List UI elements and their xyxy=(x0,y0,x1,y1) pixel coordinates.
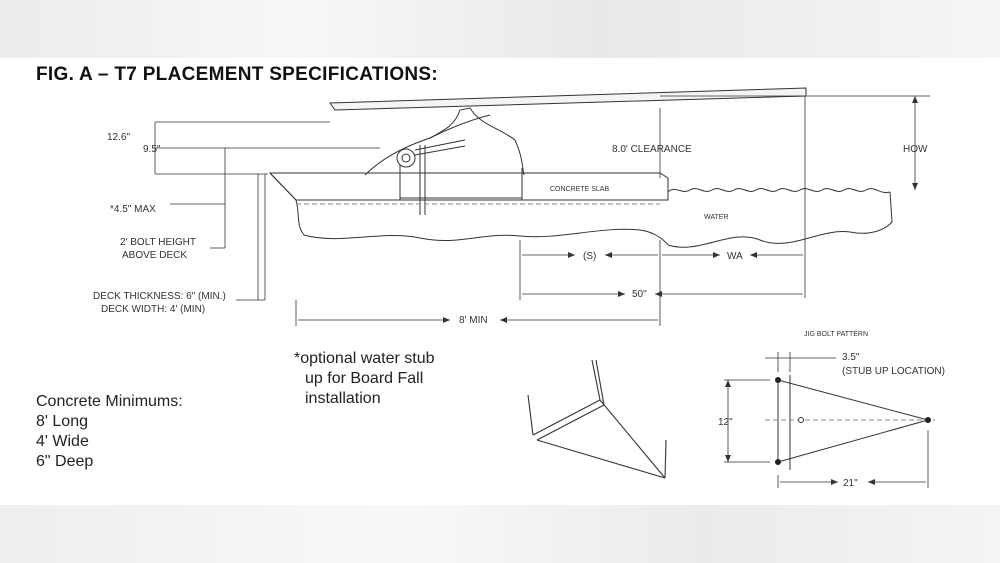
slab-bottom xyxy=(295,199,669,246)
how-label: HOW xyxy=(903,144,928,155)
dim-12-6: 12.6" xyxy=(107,132,130,143)
optional-note-line: *optional water stub xyxy=(294,350,435,367)
eight-min-label: 8' MIN xyxy=(459,315,488,326)
deck-thickness: DECK THICKNESS: 6" (MIN.) xyxy=(93,291,226,302)
jig-bolt-pattern xyxy=(724,352,935,488)
top-banner xyxy=(0,0,1000,58)
concrete-width: 4' Wide xyxy=(36,433,89,450)
concrete-length: 8' Long xyxy=(36,413,88,430)
jig-title: JIG BOLT PATTERN xyxy=(804,331,868,338)
water-label: WATER xyxy=(704,214,729,221)
fifty-label: 50" xyxy=(632,289,647,300)
concrete-depth: 6" Deep xyxy=(36,453,94,470)
twentyone-label: 21" xyxy=(843,478,858,489)
stub-location-label: (STUB UP LOCATION) xyxy=(842,366,945,377)
optional-note-line: up for Board Fall xyxy=(305,370,424,387)
bolt-height-line1: 2' BOLT HEIGHT xyxy=(120,237,196,248)
bottom-banner xyxy=(0,505,1000,563)
clearance-label: 8.0' CLEARANCE xyxy=(612,144,692,155)
dim-9-5: 9.5" xyxy=(143,144,161,155)
deck-width: DECK WIDTH: 4' (MIN) xyxy=(101,304,205,315)
optional-note: *optional water stub up for Board Fall i… xyxy=(294,349,435,409)
water-surface xyxy=(667,188,891,194)
frame-3d xyxy=(527,359,667,479)
wa-label: WA xyxy=(727,251,743,262)
bolt-dots xyxy=(775,377,931,465)
dim-4-5-max: *4.5" MAX xyxy=(110,204,156,215)
twelve-label: 12" xyxy=(718,417,733,428)
three-five-label: 3.5" xyxy=(842,352,860,363)
water-bottom xyxy=(667,191,893,248)
figure-title: FIG. A – T7 PLACEMENT SPECIFICATIONS: xyxy=(36,64,439,85)
bolt-height-line2: ABOVE DECK xyxy=(122,250,187,261)
fulcrum-roller xyxy=(396,148,416,168)
s-label: (S) xyxy=(583,251,596,262)
slab-label: CONCRETE SLAB xyxy=(550,186,609,193)
optional-note-line: installation xyxy=(305,390,381,407)
diving-board xyxy=(329,87,807,111)
board-stand xyxy=(364,107,525,176)
concrete-minimums: Concrete Minimums: 8' Long 4' Wide 6" De… xyxy=(36,392,183,472)
concrete-heading: Concrete Minimums: xyxy=(36,393,183,410)
